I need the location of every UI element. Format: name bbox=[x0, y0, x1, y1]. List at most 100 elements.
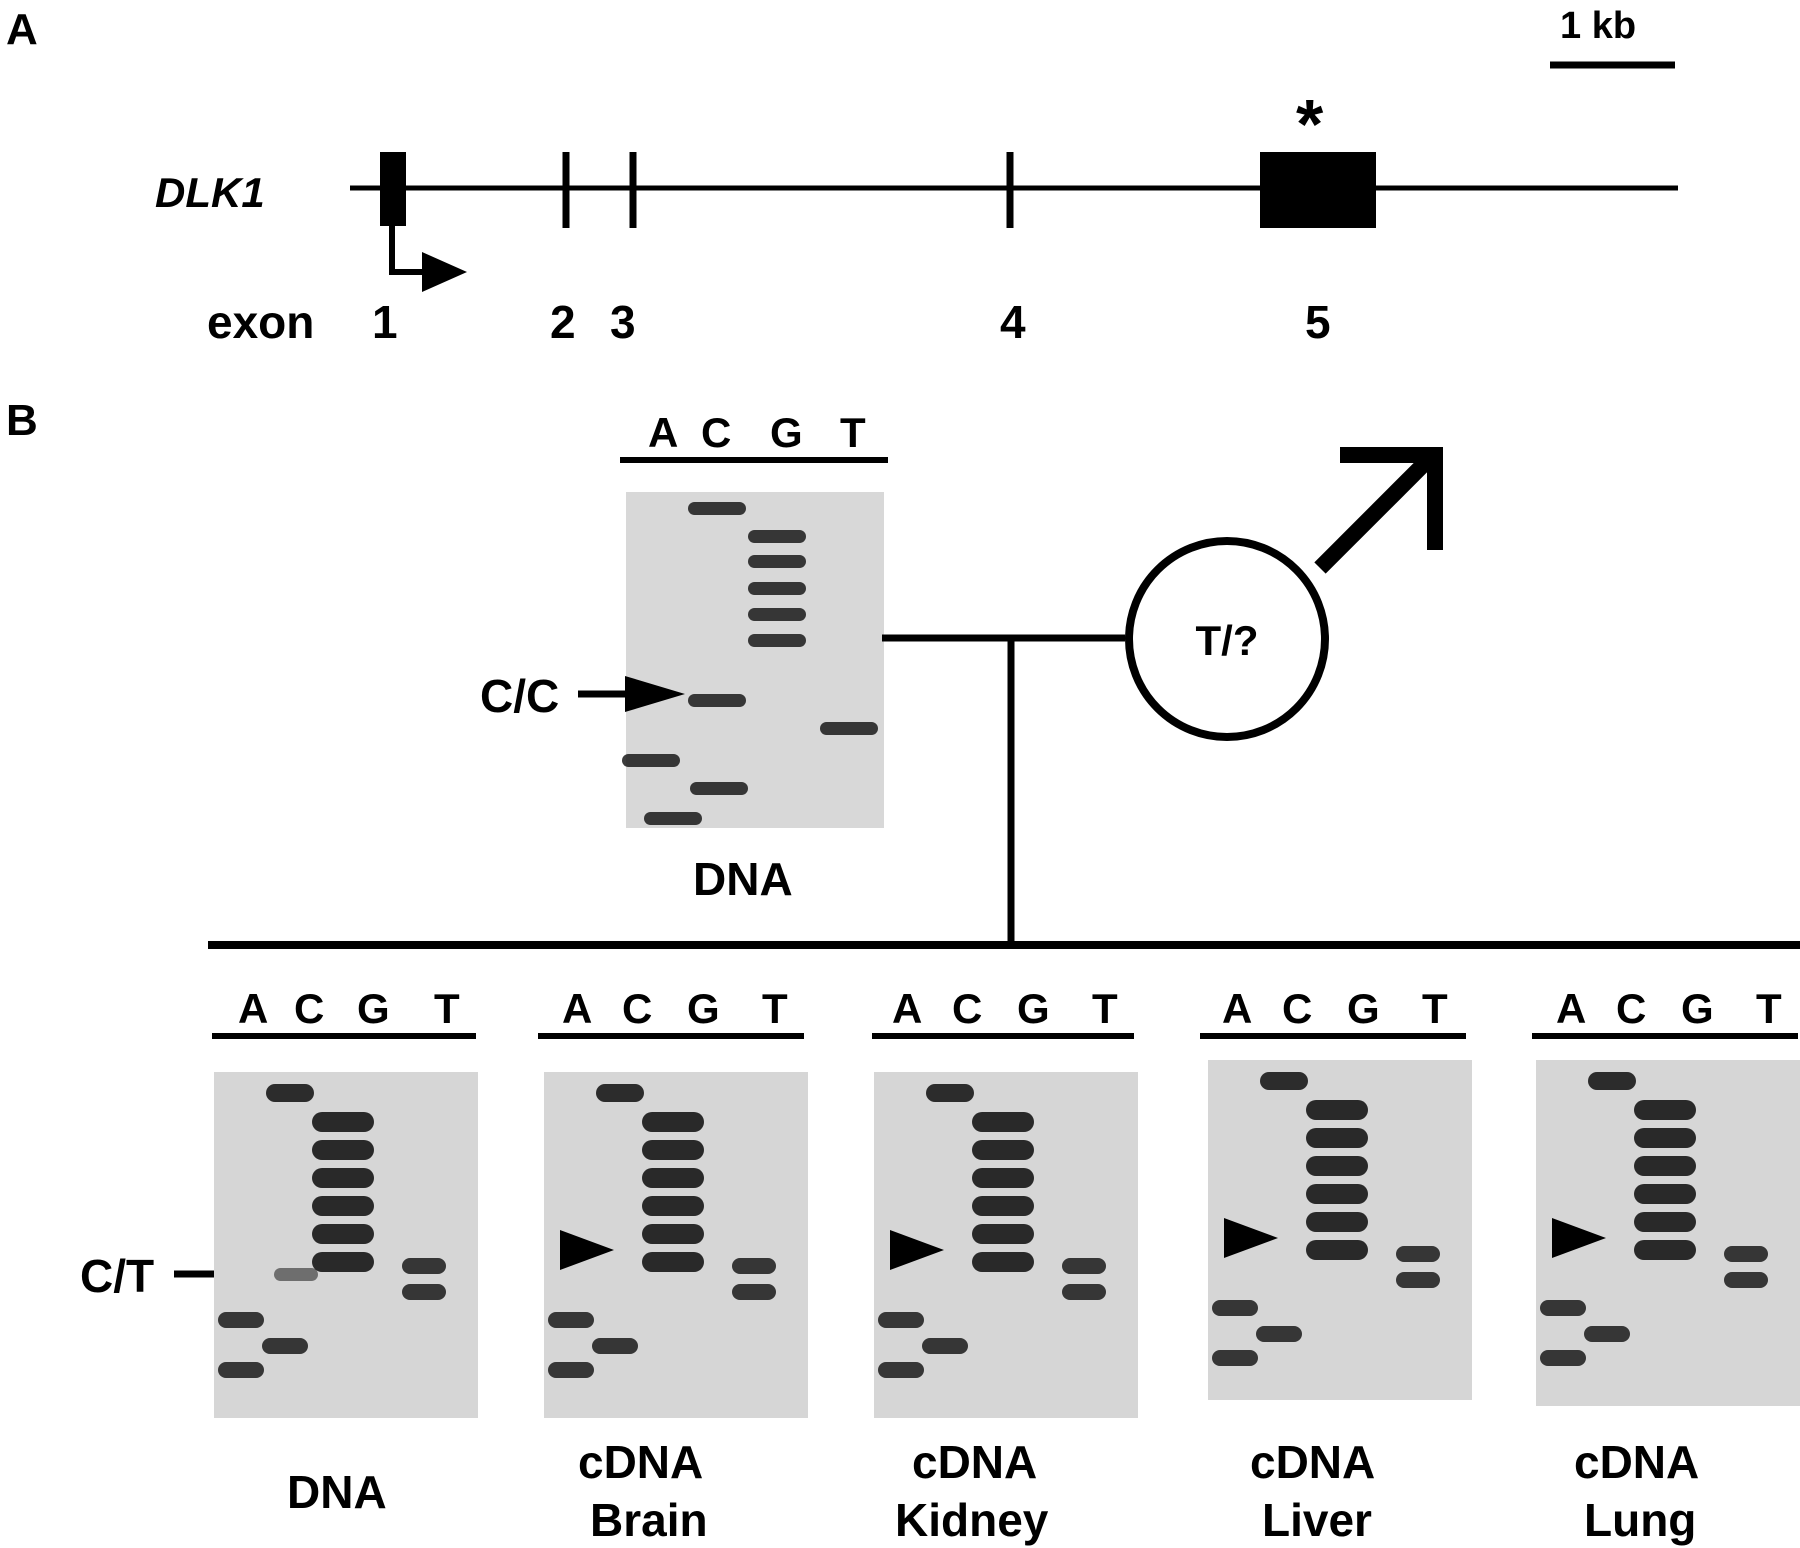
missing-c-band-arrowhead bbox=[1552, 1218, 1606, 1258]
child-caption-kidney-line2: Kidney bbox=[895, 1494, 1049, 1546]
child-lane-t: T bbox=[762, 985, 788, 1032]
child-caption-kidney-line1: cDNA bbox=[912, 1436, 1037, 1488]
child-caption-dna: DNA bbox=[287, 1466, 387, 1518]
child-caption-lung-line2: Lung bbox=[1584, 1494, 1696, 1546]
gel-band bbox=[266, 1084, 314, 1102]
gel-band bbox=[732, 1258, 776, 1274]
gel-band bbox=[1306, 1212, 1368, 1232]
parent-gel-caption: DNA bbox=[693, 853, 793, 905]
missing-c-band-arrowhead bbox=[1224, 1218, 1278, 1258]
gel-band bbox=[1396, 1246, 1440, 1262]
exon-5-block bbox=[1260, 152, 1376, 228]
gel-band bbox=[644, 812, 702, 825]
gel-band bbox=[972, 1196, 1034, 1216]
exon-1-block bbox=[380, 152, 406, 226]
child-lane-c: C bbox=[1616, 985, 1646, 1032]
gel-band bbox=[1588, 1072, 1636, 1090]
gel-band bbox=[312, 1224, 374, 1244]
gel-band bbox=[312, 1196, 374, 1216]
mutation-star: * bbox=[1296, 85, 1324, 163]
gel-band bbox=[1306, 1184, 1368, 1204]
gel-band bbox=[1634, 1184, 1696, 1204]
gel-band bbox=[748, 608, 806, 621]
parent-indicator-arrow bbox=[578, 676, 685, 712]
child-lane-t: T bbox=[434, 985, 460, 1032]
gel-band bbox=[1306, 1156, 1368, 1176]
panel-b-letter: B bbox=[6, 396, 38, 445]
child-lane-c: C bbox=[294, 985, 324, 1032]
gel-band bbox=[1260, 1072, 1308, 1090]
male-symbol bbox=[1314, 447, 1443, 574]
gel-band bbox=[1396, 1272, 1440, 1288]
parent-lane-c: C bbox=[701, 409, 731, 456]
gel-band bbox=[1212, 1350, 1258, 1366]
gel-band bbox=[972, 1140, 1034, 1160]
child-lane-g: G bbox=[687, 985, 720, 1032]
gel-band bbox=[642, 1252, 704, 1272]
gel-band bbox=[1584, 1326, 1630, 1342]
gel-band bbox=[1634, 1212, 1696, 1232]
gel-band bbox=[748, 582, 806, 595]
gel-band bbox=[820, 722, 878, 735]
father-genotype: T/? bbox=[1196, 617, 1259, 664]
gel-band bbox=[312, 1168, 374, 1188]
parent-gel-background bbox=[626, 492, 884, 828]
gel-band bbox=[218, 1362, 264, 1378]
child-lane-c: C bbox=[1282, 985, 1312, 1032]
gel-band bbox=[1212, 1300, 1258, 1316]
gel-band bbox=[1540, 1350, 1586, 1366]
exon-label-prefix: exon bbox=[207, 296, 314, 348]
gel-band bbox=[1724, 1246, 1768, 1262]
gel-band bbox=[1634, 1240, 1696, 1260]
gel-band-c bbox=[274, 1268, 318, 1281]
gel-band bbox=[1634, 1100, 1696, 1120]
gel-band bbox=[262, 1338, 308, 1354]
child-caption-brain-line1: cDNA bbox=[578, 1436, 703, 1488]
parent-lane-a: A bbox=[648, 409, 678, 456]
gel-band bbox=[748, 555, 806, 568]
gel-band bbox=[622, 754, 680, 767]
gel-band bbox=[1634, 1156, 1696, 1176]
exon-number-5: 5 bbox=[1305, 296, 1331, 348]
gel-band bbox=[642, 1140, 704, 1160]
parent-lane-t: T bbox=[840, 409, 866, 456]
gel-band bbox=[878, 1362, 924, 1378]
exon-number-1: 1 bbox=[372, 296, 398, 348]
child-lane-t: T bbox=[1092, 985, 1118, 1032]
father-pedigree-circle bbox=[1125, 537, 1329, 741]
child-lane-a: A bbox=[1556, 985, 1586, 1032]
missing-c-band-arrowhead bbox=[890, 1230, 944, 1270]
child-lane-t: T bbox=[1756, 985, 1782, 1032]
parent-lane-g: G bbox=[770, 409, 803, 456]
exon-number-4: 4 bbox=[1000, 296, 1026, 348]
gel-band bbox=[642, 1112, 704, 1132]
child-lane-t: T bbox=[1422, 985, 1448, 1032]
gel-band bbox=[748, 634, 806, 647]
child-lane-g: G bbox=[357, 985, 390, 1032]
exon-number-3: 3 bbox=[610, 296, 636, 348]
gel-band bbox=[1634, 1128, 1696, 1148]
child-lane-a: A bbox=[1222, 985, 1252, 1032]
gel-band bbox=[1062, 1284, 1106, 1300]
gel-band bbox=[1062, 1258, 1106, 1274]
child-lane-a: A bbox=[892, 985, 922, 1032]
gel-band bbox=[1306, 1128, 1368, 1148]
gel-band bbox=[972, 1168, 1034, 1188]
child-caption-brain-line2: Brain bbox=[590, 1494, 708, 1546]
gel-band bbox=[642, 1168, 704, 1188]
gel-band bbox=[972, 1224, 1034, 1244]
transcription-start-arrow bbox=[389, 226, 467, 292]
child-lane-c: C bbox=[622, 985, 652, 1032]
gel-band bbox=[1724, 1272, 1768, 1288]
gel-band bbox=[592, 1338, 638, 1354]
gel-band bbox=[972, 1112, 1034, 1132]
scale-bar-label: 1 kb bbox=[1560, 5, 1636, 47]
child-lane-a: A bbox=[238, 985, 268, 1032]
gel-band bbox=[972, 1252, 1034, 1272]
